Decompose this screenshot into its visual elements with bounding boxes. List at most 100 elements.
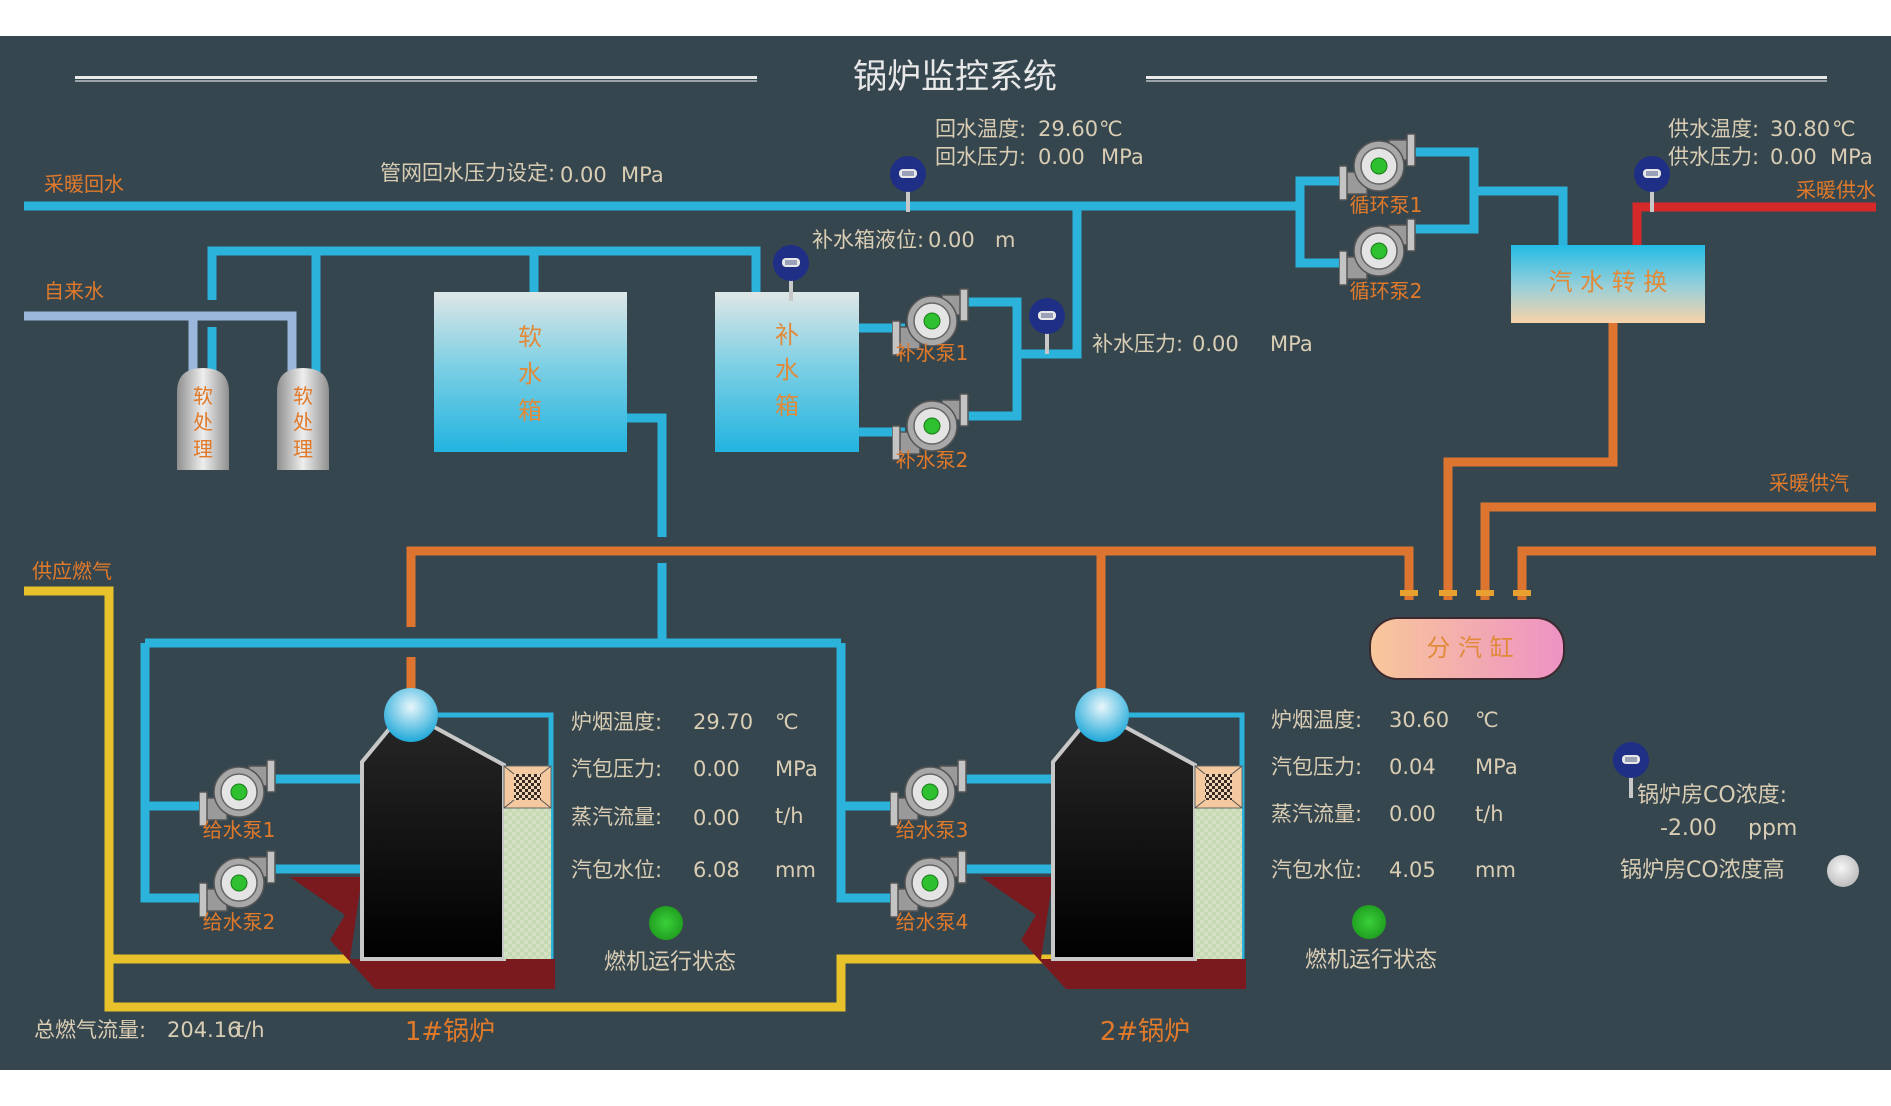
svg-text:水: 水 [775,356,799,384]
heating-return-label: 采暖回水 [44,172,124,196]
boiler1-readout: 炉烟温度: 29.70 ℃ 汽包压力: 0.00 MPa 蒸汽流量: 0.00 … [571,710,818,882]
boiler1-drum [384,688,438,742]
svg-text:蒸汽流量:: 蒸汽流量: [571,805,662,829]
feed-pump-3-label: 给水泵3 [896,818,969,842]
total-gas-flow-readout: 总燃气流量: 204.16 t/h [34,1018,265,1042]
svg-text:0.00: 0.00 [1770,145,1817,169]
svg-text:mm: mm [775,858,816,882]
boiler1-body [360,720,506,961]
svg-text:30.60: 30.60 [1389,708,1449,732]
boiler2-flue-column [1195,808,1242,959]
svg-text:30.80: 30.80 [1770,117,1830,141]
co-alarm-label: 锅炉房CO浓度高 [1620,858,1785,883]
svg-text:t/h: t/h [236,1018,265,1042]
boiler2-name: 2#锅炉 [1100,1017,1190,1047]
feed-water-header-pipe [145,563,841,648]
svg-text:补: 补 [775,321,799,349]
heating-supply-water-pipe [1632,202,1876,245]
svg-text:t/h: t/h [775,804,804,828]
svg-text:℃: ℃ [1099,117,1123,141]
page-title: 锅炉监控系统 [853,57,1057,97]
svg-text:处: 处 [193,410,213,434]
title-decoration-right [1146,76,1827,82]
svg-text:汽包水位:: 汽包水位: [571,858,662,882]
steam-water-exchanger[interactable]: 汽 水 转 换 [1511,245,1705,323]
co-alarm-lamp [1827,855,1859,887]
feed-pump-1-label: 给水泵1 [203,818,276,842]
svg-text:m: m [995,228,1015,252]
boiler1-burner-status-lamp [649,906,683,940]
boiler2-drum [1075,688,1129,742]
svg-text:处: 处 [293,410,313,434]
exchanger-steam-pipe [1443,323,1618,600]
makeup-pump-1-label: 补水泵1 [896,341,969,365]
boiler1-flue-column [504,808,551,959]
svg-text:6.08: 6.08 [693,858,740,882]
boiler2-readout: 炉烟温度: 30.60 ℃ 汽包压力: 0.04 MPa 蒸汽流量: 0.00 … [1271,708,1518,882]
softened-water-pipe [207,246,761,374]
boiler1-feed-pipes [263,774,362,874]
makeup-pump-2-label: 补水泵2 [896,448,969,472]
svg-text:0.00: 0.00 [693,757,740,781]
boiler-2[interactable] [981,688,1246,989]
svg-text:t/h: t/h [1475,802,1504,826]
makeup-water-tank[interactable]: 补 水 箱 [715,292,859,452]
soft-tank-outlet-pipe [627,413,667,537]
svg-text:MPa: MPa [1270,332,1313,356]
gas-supply-pipe [24,586,1060,1012]
boiler2-damper [1194,765,1243,809]
feed-pump-2-label: 给水泵2 [203,910,276,934]
makeup-tank-level-readout: 补水箱液位: 0.00 m [812,228,1015,252]
svg-text:理: 理 [293,437,313,461]
svg-text:箱: 箱 [518,397,542,425]
svg-text:0.00: 0.00 [1389,802,1436,826]
svg-text:炉烟温度:: 炉烟温度: [571,710,662,734]
title-decoration-left [75,76,757,82]
svg-text:ppm: ppm [1748,816,1797,841]
svg-text:蒸汽流量:: 蒸汽流量: [1271,802,1362,826]
svg-text:0.00: 0.00 [1038,145,1085,169]
svg-text:箱: 箱 [775,392,799,420]
exchanger-inlet-pipe [1474,186,1568,245]
svg-text:回水压力:: 回水压力: [935,145,1026,169]
heating-supply-water-label: 采暖供水 [1796,178,1876,202]
heating-supply-steam-label: 采暖供汽 [1769,471,1849,495]
soft-water-tank[interactable]: 软 水 箱 [434,292,627,452]
svg-text:29.70: 29.70 [693,710,753,734]
svg-text:理: 理 [193,437,213,461]
makeup-pump-outlet-pipes [956,297,1022,421]
svg-text:4.05: 4.05 [1389,858,1436,882]
svg-text:管网回水压力设定:: 管网回水压力设定: [380,161,555,185]
boiler-1[interactable] [290,688,555,989]
svg-text:mm: mm [1475,858,1516,882]
svg-text:水: 水 [518,360,542,388]
svg-text:0.04: 0.04 [1389,755,1436,779]
svg-text:MPa: MPa [1101,145,1144,169]
boiler2-feed-pipes [954,774,1053,874]
svg-text:供水温度:: 供水温度: [1668,117,1759,141]
svg-text:补水箱液位:: 补水箱液位: [812,228,924,252]
svg-text:℃: ℃ [1832,117,1856,141]
svg-text:0.00: 0.00 [693,806,740,830]
network-return-pressure-setpoint: 管网回水压力设定: 0.00 MPa [380,161,664,187]
svg-text:204.16: 204.16 [167,1018,240,1042]
boiler1-name: 1#锅炉 [405,1017,495,1047]
gas-supply-label: 供应燃气 [32,559,112,583]
svg-text:℃: ℃ [1475,708,1499,732]
heating-steam-pipe-1 [1480,502,1876,600]
tap-water-pipe [24,311,297,374]
svg-text:℃: ℃ [775,710,799,734]
svg-text:0.00: 0.00 [1192,332,1239,356]
steam-header[interactable]: 分 汽 缸 [1369,590,1565,680]
softener-2[interactable]: 软 处 理 [277,368,329,470]
svg-text:MPa: MPa [1830,145,1873,169]
softener-1[interactable]: 软 处 理 [177,368,229,470]
tap-water-label: 自来水 [44,279,104,303]
svg-text:汽 水 转 换: 汽 水 转 换 [1549,268,1668,296]
makeup-pressure-readout: 补水压力: 0.00 MPa [1092,332,1313,356]
boiler2-burner-status-label: 燃机运行状态 [1305,948,1437,973]
circulation-inlet-pipe [1295,176,1352,268]
svg-text:锅炉房CO浓度:: 锅炉房CO浓度: [1637,783,1787,808]
svg-text:总燃气流量:: 总燃气流量: [34,1018,146,1042]
